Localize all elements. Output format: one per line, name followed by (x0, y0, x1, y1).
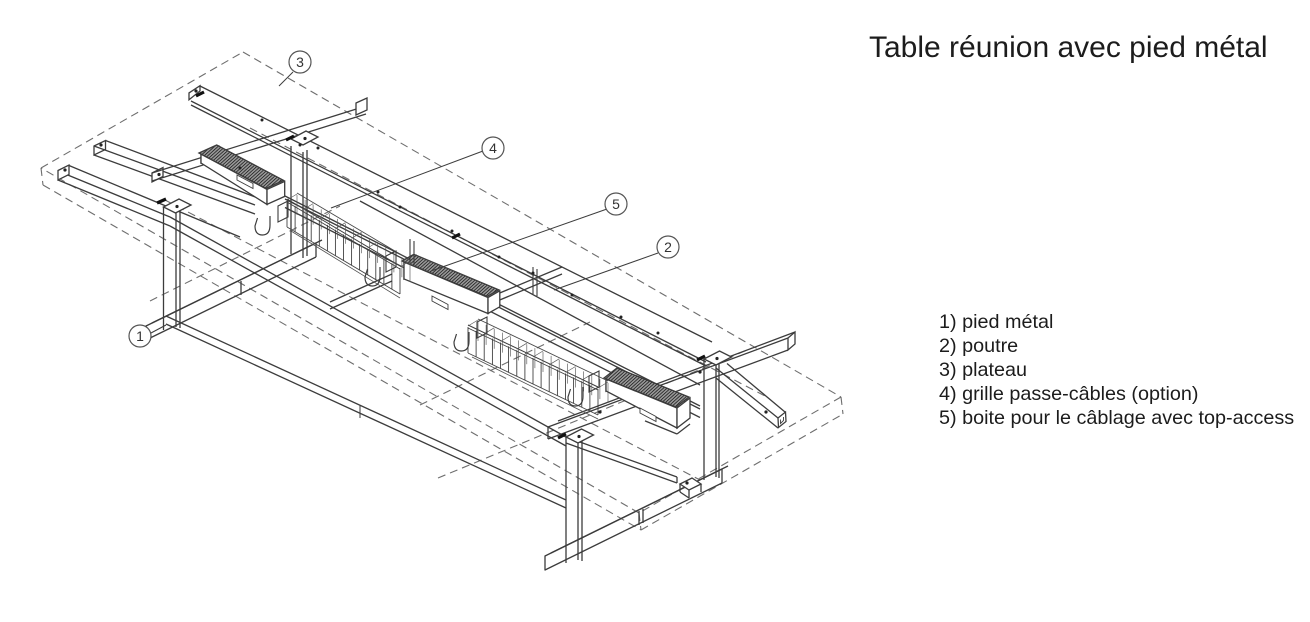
svg-text:Table réunion avec pied métal: Table réunion avec pied métal (869, 31, 1268, 64)
svg-text:5) boite pour le câblage avec: 5) boite pour le câblage avec top-access (939, 407, 1294, 429)
svg-text:4: 4 (489, 140, 497, 156)
svg-text:3: 3 (296, 54, 304, 70)
svg-text:3) plateau: 3) plateau (939, 359, 1027, 381)
svg-text:4) grille passe-câbles (option: 4) grille passe-câbles (option) (939, 383, 1198, 405)
svg-text:1) pied métal: 1) pied métal (939, 311, 1053, 333)
svg-text:1: 1 (136, 328, 144, 344)
svg-text:5: 5 (612, 196, 620, 212)
svg-text:2) poutre: 2) poutre (939, 335, 1018, 357)
svg-text:2: 2 (664, 239, 672, 255)
